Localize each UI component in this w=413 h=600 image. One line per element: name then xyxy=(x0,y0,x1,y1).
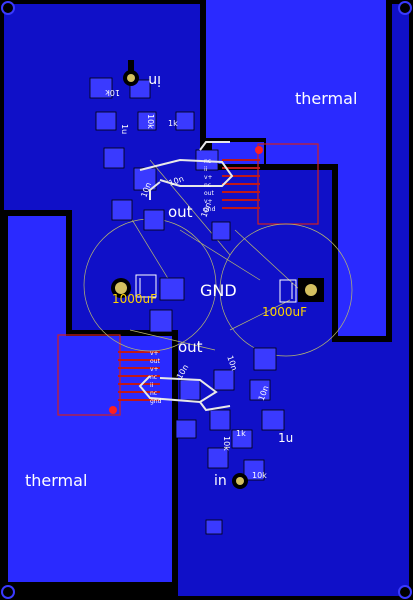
ic-pins-top xyxy=(222,159,260,209)
cap-bottom-1u-label: 1u xyxy=(278,431,293,445)
cap-top-1u-label: 1u xyxy=(120,124,129,134)
svg-text:out: out xyxy=(150,358,160,365)
in-label-top: in xyxy=(148,72,161,88)
thermal-pad-top[interactable] xyxy=(206,0,386,336)
svg-text:v+: v+ xyxy=(150,366,159,373)
svg-text:v+: v+ xyxy=(204,198,213,205)
svg-text:v+: v+ xyxy=(150,350,159,357)
thermal-pad-bottom[interactable] xyxy=(8,216,172,582)
pads-bottom-cluster[interactable] xyxy=(149,309,285,535)
capacitor-right[interactable] xyxy=(279,278,324,303)
ic-pin-labels-bottom: v+ out v+ nc ii nc gnd xyxy=(150,350,162,405)
svg-text:out: out xyxy=(204,190,214,197)
svg-text:gnd: gnd xyxy=(150,398,162,405)
input-connector-bottom[interactable] xyxy=(232,473,248,489)
cap-right-value: 1000uF xyxy=(262,305,307,319)
capacitor-left[interactable] xyxy=(111,274,157,298)
svg-text:ii: ii xyxy=(150,382,154,389)
svg-text:nc: nc xyxy=(204,182,211,189)
cap-left-value: 1000uF xyxy=(112,292,157,306)
traces-top xyxy=(139,141,234,200)
resistor-bottom-1k-label: 1k xyxy=(236,429,246,438)
ic-pin-labels-top: nc ii v+ nc out v+ gnd xyxy=(204,158,216,213)
svg-text:v+: v+ xyxy=(204,174,213,181)
svg-text:ii: ii xyxy=(204,166,208,173)
svg-text:gnd: gnd xyxy=(204,206,216,213)
resistor-top-10k-a-label: 10k xyxy=(105,88,120,97)
in-label-bottom: in xyxy=(214,473,227,489)
out-label-top: out xyxy=(168,203,193,221)
traces-bottom xyxy=(138,375,231,412)
resistor-top-1k-label: 1k xyxy=(168,119,178,128)
input-connector-top[interactable] xyxy=(123,60,139,86)
out-label-bottom: out xyxy=(178,338,203,356)
thermal-label-bottom: thermal xyxy=(25,471,87,490)
ic-pins-bottom xyxy=(118,351,160,401)
thermal-label-top: thermal xyxy=(295,89,357,108)
svg-text:nc: nc xyxy=(204,158,211,165)
resistor-top-10k-b-label: 10k xyxy=(146,114,155,129)
svg-text:nc: nc xyxy=(150,390,157,397)
pads-top-cluster[interactable] xyxy=(89,77,231,301)
resistor-bottom-10k-b-label: 10k xyxy=(252,471,267,480)
resistor-bottom-10k-a-label: 10k xyxy=(222,436,231,451)
gnd-label: GND xyxy=(200,281,237,300)
svg-text:nc: nc xyxy=(150,374,157,381)
